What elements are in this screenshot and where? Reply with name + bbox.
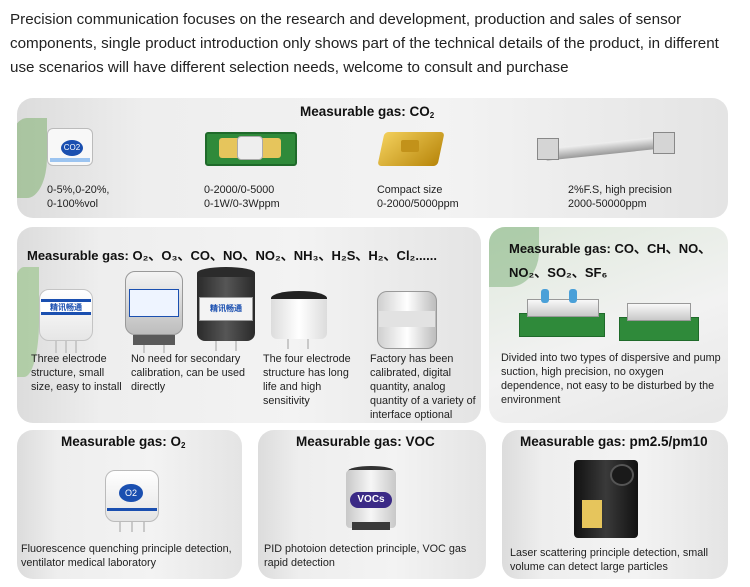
caption-pm: Laser scattering principle detection, sm… xyxy=(510,547,709,573)
panel-pm: Measurable gas: pm2.5/pm10 Laser scatter… xyxy=(502,430,728,579)
voc-label: VOCs xyxy=(350,492,392,508)
brand-label: 精讯畅通 xyxy=(50,303,82,312)
product-calibrated-sensor xyxy=(125,271,185,353)
leaf-decoration xyxy=(17,118,47,198)
caption-ndir: Divided into two types of dispersive and… xyxy=(501,352,721,406)
intro-text: Precision communication focuses on the r… xyxy=(10,11,719,76)
product-ndir-board xyxy=(205,128,300,170)
caption-electrochemical-4: Factory has been calibrated, digital qua… xyxy=(370,353,476,421)
product-co2-sensor-can: CO2 xyxy=(47,128,97,172)
product-four-electrode-sensor: 精讯畅通 xyxy=(197,267,259,353)
caption-co2-1: 0-5%,0-20%,0-100%vol xyxy=(47,184,110,210)
panel-title-electrochemical: Measurable gas: O₂、O₃、CO、NO、NO₂、NH₃、H₂S、… xyxy=(27,248,438,263)
panel-o2: Measurable gas: O2 O2 Fluorescence quenc… xyxy=(17,430,242,579)
panel-voc: Measurable gas: VOC VOCs PID photoion de… xyxy=(258,430,486,579)
product-pm-sensor xyxy=(574,456,646,544)
product-voc-sensor: VOCs xyxy=(344,466,402,538)
product-pump-board xyxy=(519,289,609,341)
leaf-decoration xyxy=(17,267,39,377)
brand-label: 精讯畅通 xyxy=(210,304,242,313)
panel-title-co2: Measurable gas: CO2 xyxy=(300,104,435,120)
product-o2-sensor: O2 xyxy=(105,470,161,532)
product-three-electrode-sensor: 精讯畅通 xyxy=(39,289,93,353)
panel-title-voc: Measurable gas: VOC xyxy=(296,434,435,449)
caption-voc: PID photoion detection principle, VOC ga… xyxy=(264,543,467,569)
caption-electrochemical-1: Three electrode structure, small size, e… xyxy=(31,353,122,393)
product-gold-module xyxy=(377,126,447,172)
caption-electrochemical-2: No need for secondary calibration, can b… xyxy=(131,353,246,393)
panel-title-ndir: Measurable gas: CO、CH、NO、NO₂、SO₂、SF₆ xyxy=(509,241,712,280)
product-dispersive-board xyxy=(619,299,701,345)
panel-title-o2: Measurable gas: O2 xyxy=(61,434,186,450)
co2-label: CO2 xyxy=(61,140,83,156)
product-long-tube-sensor xyxy=(537,128,677,168)
product-digital-sensor xyxy=(377,291,439,353)
panel-ndir: Measurable gas: CO、CH、NO、NO₂、SO₂、SF₆ Div… xyxy=(489,227,728,423)
panel-electrochemical: Measurable gas: O₂、O₃、CO、NO、NO₂、NH₃、H₂S、… xyxy=(17,227,481,423)
caption-electrochemical-3: The four electrode structure has long li… xyxy=(263,353,351,407)
o2-label: O2 xyxy=(119,484,143,502)
panel-co2: Measurable gas: CO2 CO2 0-5%,0-20%,0-100… xyxy=(17,98,728,218)
product-four-electrode-white xyxy=(271,291,329,349)
panel-title-pm: Measurable gas: pm2.5/pm10 xyxy=(520,434,708,449)
caption-o2: Fluorescence quenching principle detecti… xyxy=(21,543,232,569)
